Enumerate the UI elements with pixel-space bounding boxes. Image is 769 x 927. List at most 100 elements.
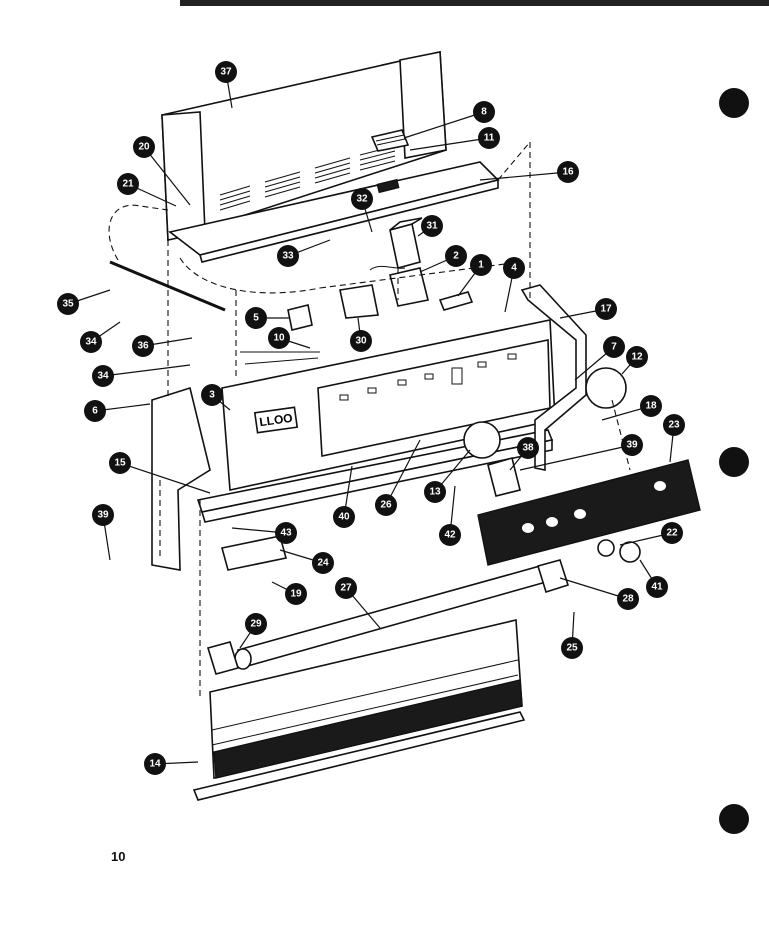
- callout-circle: [375, 494, 397, 516]
- callout-39: 39: [92, 504, 114, 526]
- callout-label: 35: [62, 299, 74, 310]
- bracket-part: [438, 291, 474, 311]
- binder-hole: [719, 447, 749, 477]
- callout-34: 34: [92, 365, 114, 387]
- switch-assembly: [339, 265, 429, 319]
- callout-circle: [245, 613, 267, 635]
- callout-circle: [661, 522, 683, 544]
- callout-circle: [621, 434, 643, 456]
- callout-circle: [57, 293, 79, 315]
- callout-leader: [559, 577, 629, 600]
- callout-31: 31: [421, 215, 443, 237]
- callout-label: 3: [209, 390, 215, 401]
- callout-label: 4: [511, 263, 517, 274]
- callout-circle: [92, 504, 114, 526]
- callout-34: 34: [80, 331, 102, 353]
- lower-rail: [196, 429, 554, 523]
- callout-circle: [80, 331, 102, 353]
- callout-12: 12: [626, 346, 648, 368]
- callout-label: 43: [280, 528, 292, 539]
- assembly-lines: [108, 141, 631, 700]
- callout-circle: [646, 576, 668, 598]
- callout-label: 23: [668, 420, 680, 431]
- callout-circle: [626, 346, 648, 368]
- callout-label: 15: [114, 458, 126, 469]
- callout-15: 15: [109, 452, 131, 474]
- callout-22: 22: [661, 522, 683, 544]
- callout-circle: [517, 437, 539, 459]
- callout-39: 39: [621, 434, 643, 456]
- callout-label: 33: [282, 251, 294, 262]
- callout-circle: [84, 400, 106, 422]
- callout-circle: [617, 588, 639, 610]
- callout-circle: [421, 215, 443, 237]
- callout-20: 20: [133, 136, 155, 158]
- callout-circle: [557, 161, 579, 183]
- grille-part: [370, 129, 410, 152]
- callout-circle: [351, 188, 373, 210]
- callout-circle: [245, 307, 267, 329]
- callout-circle: [109, 452, 131, 474]
- callout-circle: [445, 245, 467, 267]
- callout-19: 19: [285, 583, 307, 605]
- callout-label: 1: [478, 260, 484, 271]
- callout-circle: [503, 257, 525, 279]
- relay-block: [389, 217, 423, 269]
- callout-leader: [143, 146, 191, 206]
- callout-label: 36: [137, 341, 149, 352]
- nut-part: [597, 539, 615, 557]
- callout-3: 3: [201, 384, 223, 406]
- callout-label: 37: [220, 67, 232, 78]
- callout-circle: [144, 753, 166, 775]
- callout-37: 37: [215, 61, 237, 83]
- callout-16: 16: [557, 161, 579, 183]
- callout-circle: [350, 330, 372, 352]
- callout-circle: [439, 524, 461, 546]
- callout-label: 7: [611, 342, 617, 353]
- callout-circle: [275, 522, 297, 544]
- front-trim: [192, 619, 526, 801]
- callout-leader: [119, 462, 211, 494]
- callout-circle: [640, 395, 662, 417]
- callout-label: 29: [250, 619, 262, 630]
- callout-circle: [603, 336, 625, 358]
- callout-label: 28: [622, 594, 634, 605]
- callout-38: 38: [517, 437, 539, 459]
- callout-leader: [479, 171, 569, 181]
- callout-circle: [561, 637, 583, 659]
- callout-label: 20: [138, 142, 150, 153]
- callout-label: 21: [122, 179, 134, 190]
- callout-circle: [595, 298, 617, 320]
- callout-circle: [215, 61, 237, 83]
- callout-circle: [312, 552, 334, 574]
- back-panel: [161, 51, 447, 242]
- callout-circle: [473, 101, 495, 123]
- callout-circle: [478, 127, 500, 149]
- sensor-part: [287, 304, 313, 331]
- right-side-bracket: [520, 284, 587, 471]
- callout-label: 41: [651, 582, 663, 593]
- callout-27: 27: [335, 577, 357, 599]
- callout-43: 43: [275, 522, 297, 544]
- callout-40: 40: [333, 506, 355, 528]
- callout-5: 5: [245, 307, 267, 329]
- callout-label: 32: [356, 194, 368, 205]
- callout-circle: [663, 414, 685, 436]
- callout-label: 40: [338, 512, 350, 523]
- knob-disc-2: [463, 421, 501, 459]
- callout-circle: [424, 481, 446, 503]
- callout-10: 10: [268, 327, 290, 349]
- callout-label: 11: [484, 133, 495, 144]
- callout-leader: [385, 439, 421, 506]
- callout-6: 6: [84, 400, 106, 422]
- callout-13: 13: [424, 481, 446, 503]
- callout-label: 25: [566, 643, 578, 654]
- callout-label: 22: [666, 528, 678, 539]
- lamp-holder-left: [206, 641, 240, 675]
- callout-42: 42: [439, 524, 461, 546]
- callout-label: 42: [444, 530, 456, 541]
- callout-8: 8: [473, 101, 495, 123]
- lamp-holder-right: [536, 559, 570, 594]
- callout-circle: [132, 335, 154, 357]
